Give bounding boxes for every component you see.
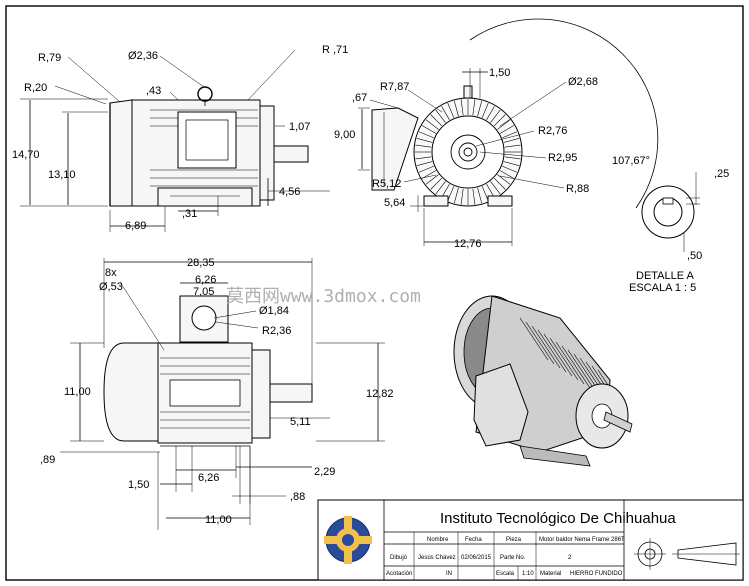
dim-1310: 13,10	[48, 169, 76, 181]
detail-title: DETALLE A	[636, 270, 695, 282]
dim-107: 1,07	[289, 121, 310, 133]
col-nombre: Nombre	[427, 537, 449, 543]
top-view-dims	[60, 258, 385, 530]
dim-689: 6,89	[125, 220, 146, 232]
dim-1100-left: 11,00	[64, 386, 91, 398]
dim-900: 9,00	[334, 129, 355, 141]
dim-1276: 12,76	[454, 238, 482, 250]
front-view-labels: 1,50 Ø2,68 R7,87 ,67 9,00 R2,76 R2,95 10…	[334, 67, 650, 250]
dim-r88: R,88	[566, 183, 589, 195]
dim-511: 5,11	[290, 416, 311, 428]
dim-1470: 14,70	[12, 149, 40, 161]
projection-symbol-icon	[634, 538, 740, 570]
dim-r787: R7,87	[380, 81, 409, 93]
dim-229: 2,29	[314, 466, 335, 478]
dim-r236: R2,36	[262, 325, 291, 337]
detail-a	[641, 172, 700, 252]
top-view-labels: 28,35 8x Ø,53 6,26 7,05 Ø1,84 R2,36 11,0…	[40, 257, 394, 526]
dim-r512: R5,12	[372, 178, 401, 190]
dim-67: ,67	[352, 92, 367, 104]
dim-88: ,88	[290, 491, 305, 503]
dim-626-top: 6,26	[195, 274, 216, 286]
row-dibujo: Dibujó	[390, 555, 408, 561]
col-pieza: Pieza	[506, 537, 522, 543]
dim-dia53: Ø,53	[99, 281, 123, 293]
parte-label: Parte No.	[500, 555, 526, 561]
top-view	[103, 295, 313, 447]
dibujo-nombre: Jesús Chávez	[418, 555, 456, 561]
dim-angle: 107,67°	[612, 155, 650, 167]
detail-scale: ESCALA 1 : 5	[629, 282, 696, 294]
dim-r276: R2,76	[538, 125, 567, 137]
material-value: HIERRO FUNDIDO	[570, 571, 623, 577]
dim-r20: R,20	[24, 82, 47, 94]
institution-name: Instituto Tecnológico De Chihuahua	[440, 510, 676, 527]
dim-r79: R,79	[38, 52, 61, 64]
dim-1282: 12,82	[366, 388, 394, 400]
dim-8x: 8x	[105, 267, 117, 279]
dim-25: ,25	[714, 168, 729, 180]
dim-31: ,31	[182, 208, 197, 220]
dim-705: 7,05	[193, 286, 214, 298]
col-fecha: Fecha	[465, 537, 482, 543]
material-label: Material	[540, 571, 561, 577]
row-acotacion: Acotación	[386, 571, 412, 577]
title-block-text: Instituto Tecnológico De Chihuahua Nombr…	[386, 510, 676, 577]
pieza-value: Motor baldor Nema Frame 286T	[539, 537, 625, 543]
dim-150: 1,50	[489, 67, 510, 79]
dim-dia184: Ø1,84	[259, 305, 289, 317]
side-view	[109, 86, 309, 207]
escala-value: 1:10	[522, 571, 534, 577]
front-view-dims	[358, 18, 659, 246]
dim-r295: R2,95	[548, 152, 577, 164]
side-view-dims	[20, 49, 330, 232]
institution-logo-icon	[324, 516, 372, 564]
dim-456: 4,56	[279, 186, 300, 198]
watermark: 莫西网www.3dmox.com	[226, 286, 421, 307]
dim-89: ,89	[40, 454, 55, 466]
escala-label: Escala	[496, 571, 515, 577]
parte-value: 2	[568, 555, 572, 561]
dim-150-bottom: 1,50	[128, 479, 149, 491]
front-view	[371, 85, 523, 207]
dim-dia268: Ø2,68	[568, 76, 598, 88]
dim-1100-bottom: 11,00	[205, 514, 232, 526]
title-block	[317, 499, 744, 581]
dim-43: ,43	[146, 85, 161, 97]
isometric-view	[453, 295, 633, 467]
dim-564: 5,64	[384, 197, 405, 209]
dim-r71: R ,71	[322, 44, 348, 56]
detail-a-labels: ,25 ,50 DETALLE A ESCALA 1 : 5	[629, 168, 729, 294]
acotacion-value: IN	[446, 571, 452, 577]
dim-626-bottom: 6,26	[198, 472, 219, 484]
dim-dia236: Ø2,36	[128, 50, 158, 62]
dibujo-fecha: 02/06/2015	[461, 555, 492, 561]
dim-50: ,50	[687, 250, 702, 262]
dim-2835: 28,35	[187, 257, 215, 269]
side-view-labels: R,79 Ø2,36 R ,71 R,20 ,43 1,07 14,70 13,…	[12, 44, 348, 232]
